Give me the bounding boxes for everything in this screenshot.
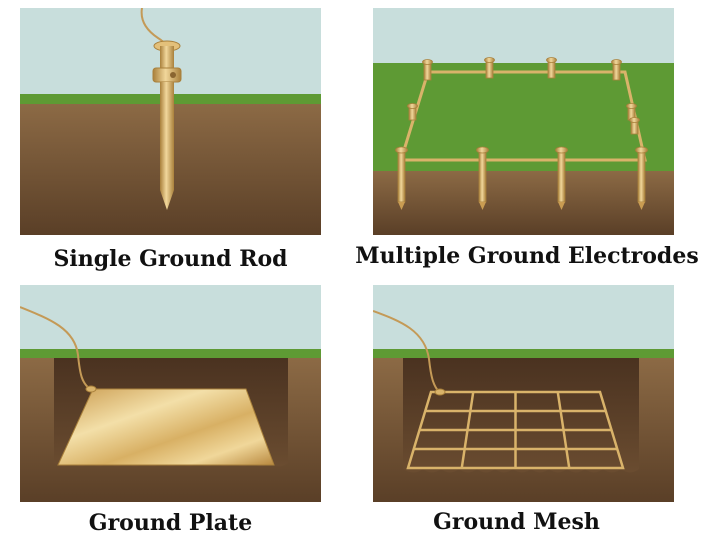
ground-mesh-icon <box>373 285 674 502</box>
ground-electrodes-icon <box>373 8 674 235</box>
ground-mesh-label: Ground Mesh <box>373 509 660 535</box>
ground-plate-icon <box>20 285 321 502</box>
ground-plate-panel <box>20 285 321 502</box>
single-ground-rod-panel <box>20 8 321 235</box>
ground-rod-icon <box>20 8 321 235</box>
single-ground-rod-label: Single Ground Rod <box>20 246 321 272</box>
multiple-ground-electrodes-label: Multiple Ground Electrodes <box>355 243 699 269</box>
ground-mesh-panel <box>373 285 674 502</box>
multiple-ground-electrodes-panel <box>373 8 674 235</box>
ground-plate-label: Ground Plate <box>20 510 321 536</box>
